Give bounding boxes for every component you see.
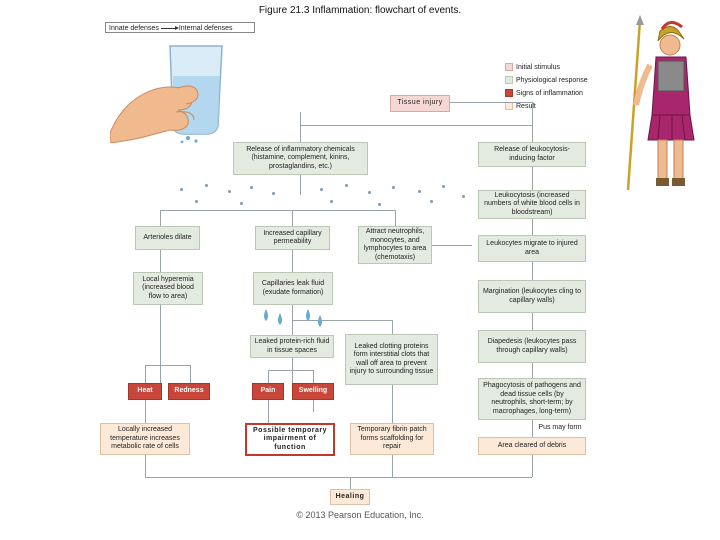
breadcrumb-left: Innate defenses (109, 25, 159, 32)
chemical-dot (320, 188, 323, 191)
node-diapedesis: Diapedesis (leukocytes pass through capi… (478, 330, 586, 363)
node-healing: Healing (330, 489, 370, 505)
node-attract-cells: Attract neutrophils, monocytes, and lymp… (358, 226, 432, 264)
connector (313, 370, 314, 383)
connector (532, 219, 533, 235)
connector (145, 400, 146, 424)
chemical-dot (272, 192, 275, 195)
connector (532, 313, 533, 330)
connector (450, 102, 532, 103)
chemical-dot (418, 190, 421, 193)
legend-swatch (505, 102, 513, 110)
chemical-dot (250, 186, 253, 189)
node-clotting-proteins: Leaked clotting proteins form interstiti… (345, 334, 438, 385)
chemical-dot (345, 184, 348, 187)
legend-label: Result (516, 102, 536, 110)
node-heat: Heat (128, 383, 162, 400)
node-release-leukocytosis-factor: Release of leukocytosis-inducing factor (478, 142, 586, 167)
connector (160, 210, 395, 211)
figure-title: Figure 21.3 Inflammation: flowchart of e… (258, 5, 462, 16)
connector (532, 102, 533, 142)
breadcrumb-right: Internal defenses (178, 25, 233, 32)
chemical-dot (330, 200, 333, 203)
connector (145, 365, 146, 383)
node-leukocytosis: Leukocytosis (increased numbers of white… (478, 190, 586, 219)
connector (532, 455, 533, 477)
chemical-dot (195, 200, 198, 203)
connector (392, 385, 393, 423)
legend-swatch (505, 76, 513, 84)
chemical-dot (462, 195, 465, 198)
legend-label: Physiological response (516, 76, 588, 84)
connector (145, 365, 190, 366)
hand-beaker-illustration (110, 45, 223, 143)
node-tissue-injury: Tissue injury (390, 95, 450, 112)
fluid-droplets-icon (264, 309, 322, 327)
legend-label: Signs of inflammation (516, 89, 583, 97)
connector (350, 477, 351, 490)
connector (300, 125, 532, 126)
node-area-cleared: Area cleared of debris (478, 437, 586, 455)
chemical-dot (442, 185, 445, 188)
connector (145, 477, 532, 478)
connector (292, 250, 293, 272)
soldier-illustration (626, 15, 695, 191)
node-redness: Redness (168, 383, 210, 400)
connector (160, 210, 161, 226)
chemical-dot (430, 200, 433, 203)
legend-initial-stimulus: Initial stimulus (505, 63, 560, 71)
chemical-dot (392, 186, 395, 189)
connector (292, 320, 392, 321)
copyright: © 2013 Pearson Education, Inc. (296, 510, 424, 520)
connector (160, 250, 161, 272)
connector (313, 400, 314, 412)
node-pain: Pain (252, 383, 284, 400)
connector (392, 455, 393, 477)
node-swelling: Swelling (292, 383, 334, 400)
chemical-dot (378, 203, 381, 206)
connector (532, 363, 533, 378)
connector (395, 210, 396, 226)
node-metabolic-rate: Locally increased temperature increases … (100, 423, 190, 455)
node-local-hyperemia: Local hyperemia (increased blood flow to… (133, 272, 203, 305)
arrow-right-icon (160, 25, 179, 30)
connector (532, 262, 533, 280)
connector (160, 305, 161, 383)
legend-swatch (505, 89, 513, 97)
connector (268, 400, 269, 423)
chemical-dot (205, 184, 208, 187)
connector (268, 370, 313, 371)
connector (268, 370, 269, 383)
connector (532, 420, 533, 437)
connector (532, 167, 533, 190)
node-impairment-of-function: Possible temporary impairment of functio… (245, 423, 335, 456)
node-margination: Margination (leukocytes cling to capilla… (478, 280, 586, 313)
legend-label: Initial stimulus (516, 63, 560, 71)
legend-swatch (505, 63, 513, 71)
connector (432, 245, 472, 246)
breadcrumb: Innate defenses Internal defenses (105, 22, 255, 33)
connector (300, 112, 301, 142)
node-arterioles-dilate: Arterioles dilate (135, 226, 200, 250)
chemical-dot (180, 188, 183, 191)
chemical-dot (368, 191, 371, 194)
chemical-dot (240, 202, 243, 205)
legend-signs: Signs of inflammation (505, 89, 583, 97)
connector (145, 455, 146, 477)
chemical-dot (228, 190, 231, 193)
node-release-chemicals: Release of inflammatory chemicals (hista… (233, 142, 368, 175)
node-fibrin-patch: Temporary fibrin patch forms scaffolding… (350, 423, 434, 455)
node-leukocytes-migrate: Leukocytes migrate to injured area (478, 235, 586, 262)
node-pus-may-form: Pus may form (538, 423, 582, 431)
connector (300, 175, 301, 195)
node-protein-fluid: Leaked protein-rich fluid in tissue spac… (250, 335, 334, 358)
node-capillaries-leak: Capillaries leak fluid (exudate formatio… (253, 272, 333, 305)
connector (392, 320, 393, 334)
legend-physiological-response: Physiological response (505, 76, 588, 84)
connector (292, 210, 293, 226)
connector (190, 365, 191, 383)
node-phagocytosis: Phagocytosis of pathogens and dead tissu… (478, 378, 586, 420)
node-capillary-permeability: Increased capillary permeability (255, 226, 330, 250)
